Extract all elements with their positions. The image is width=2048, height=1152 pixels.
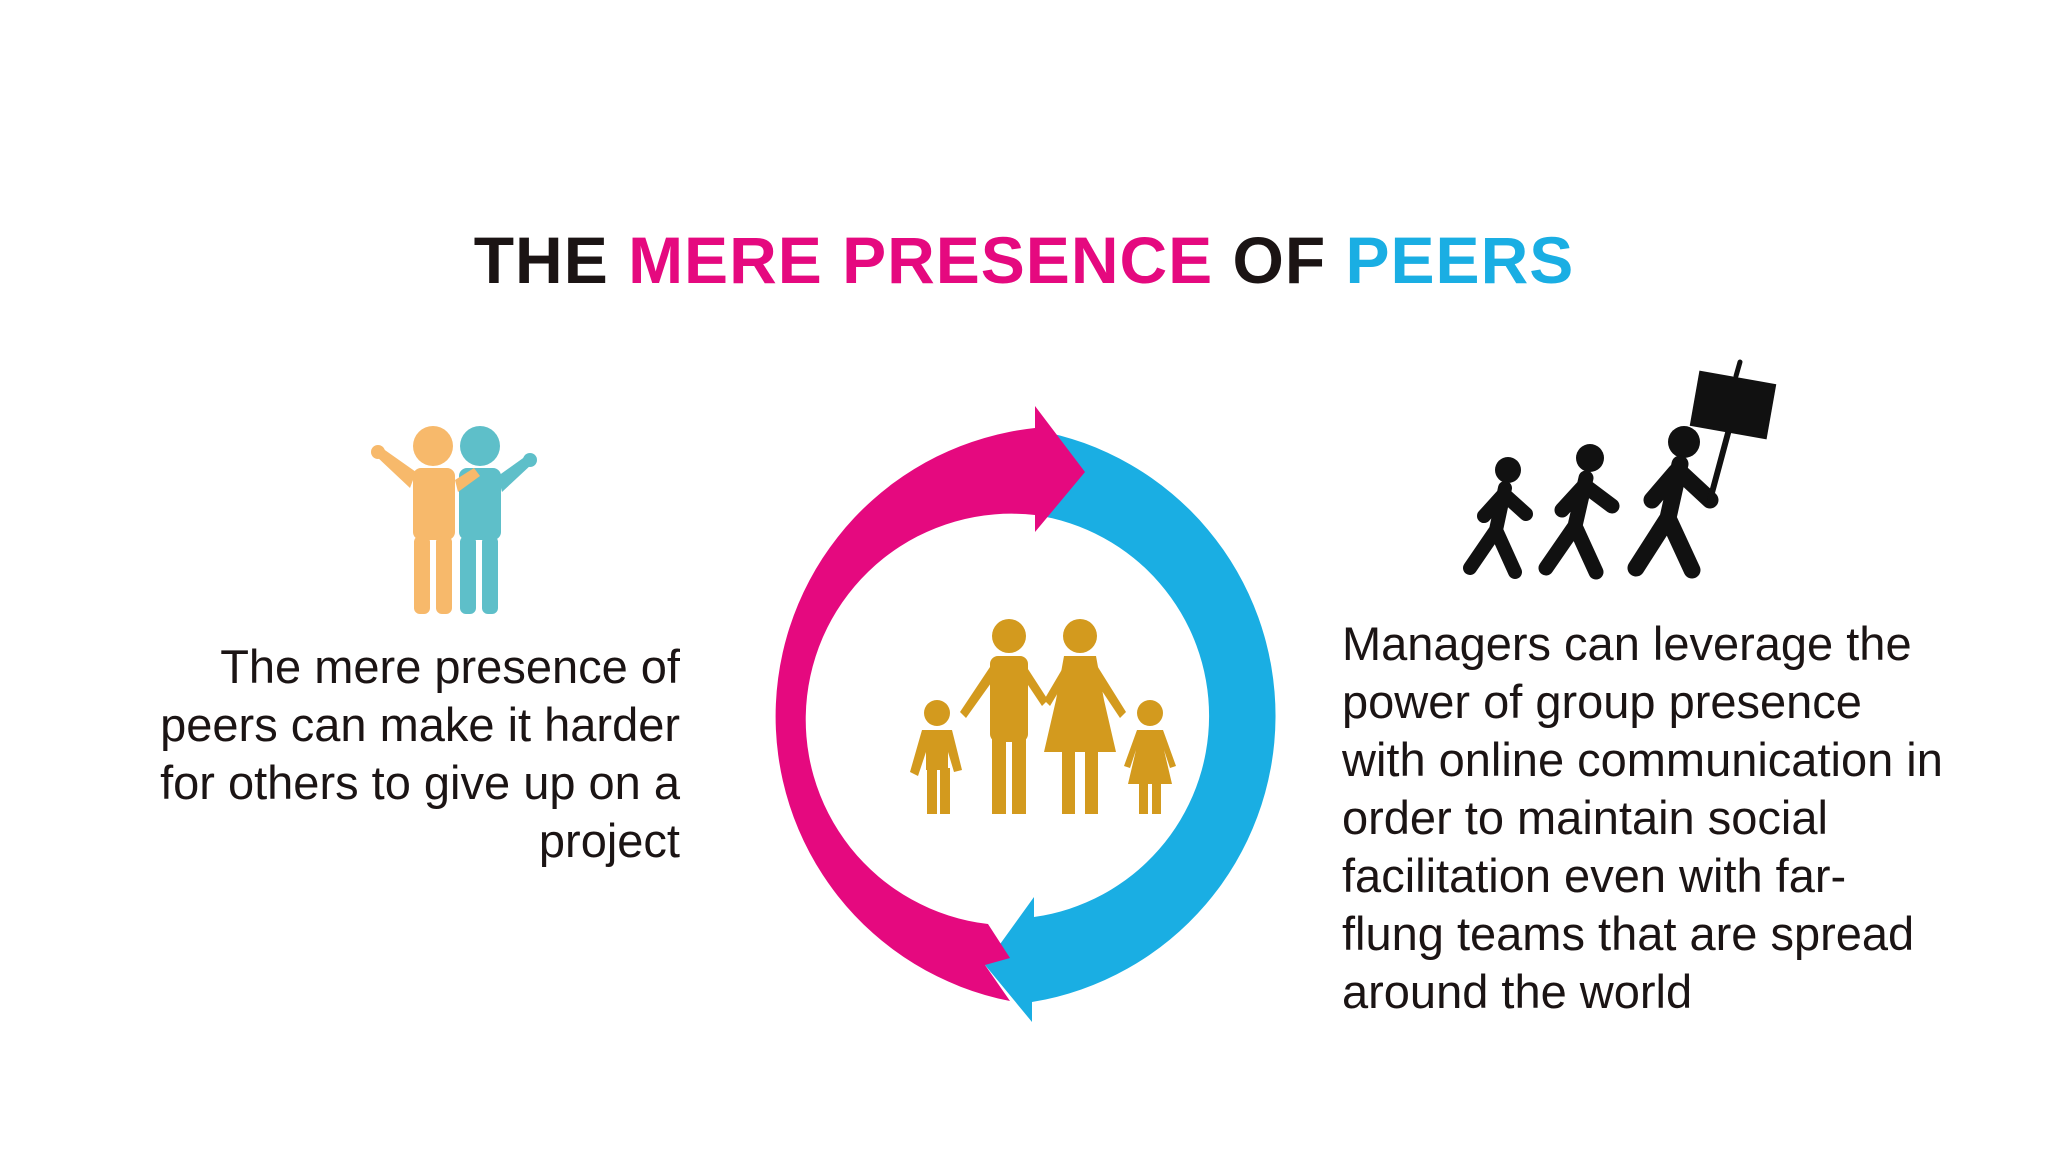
left-line: The mere presence of [220, 640, 680, 693]
two-friends-icon [371, 426, 537, 614]
left-description: The mere presence of peers can make it h… [90, 638, 680, 870]
title-part-peers: PEERS [1345, 223, 1575, 297]
left-line: project [538, 814, 680, 867]
title-part-the: THE [473, 223, 629, 297]
blue-cycle-arrow [985, 430, 1276, 1022]
family-icon [910, 619, 1176, 814]
right-line: Managers can leverage the [1342, 617, 1912, 670]
marching-protest-icon [1463, 359, 1777, 580]
right-line: power of group presence [1342, 675, 1862, 728]
right-description: Managers can leverage the power of group… [1342, 615, 2022, 1021]
right-line: flung teams that are spread [1342, 907, 1915, 960]
slide-title: THE MERE PRESENCE OF PEERS [0, 218, 2048, 302]
right-line: around the world [1342, 965, 1693, 1018]
title-part-of: OF [1213, 223, 1346, 297]
cycle-diagram [775, 406, 1276, 1022]
right-line: order to maintain social [1342, 791, 1828, 844]
left-line: for others to give up on a [160, 756, 680, 809]
right-line: with online communication in [1342, 733, 1943, 786]
title-part-mere-presence: MERE PRESENCE [628, 223, 1214, 297]
left-line: peers can make it harder [160, 698, 680, 751]
pink-cycle-arrow [775, 406, 1085, 1001]
right-line: facilitation even with far- [1342, 849, 1847, 902]
